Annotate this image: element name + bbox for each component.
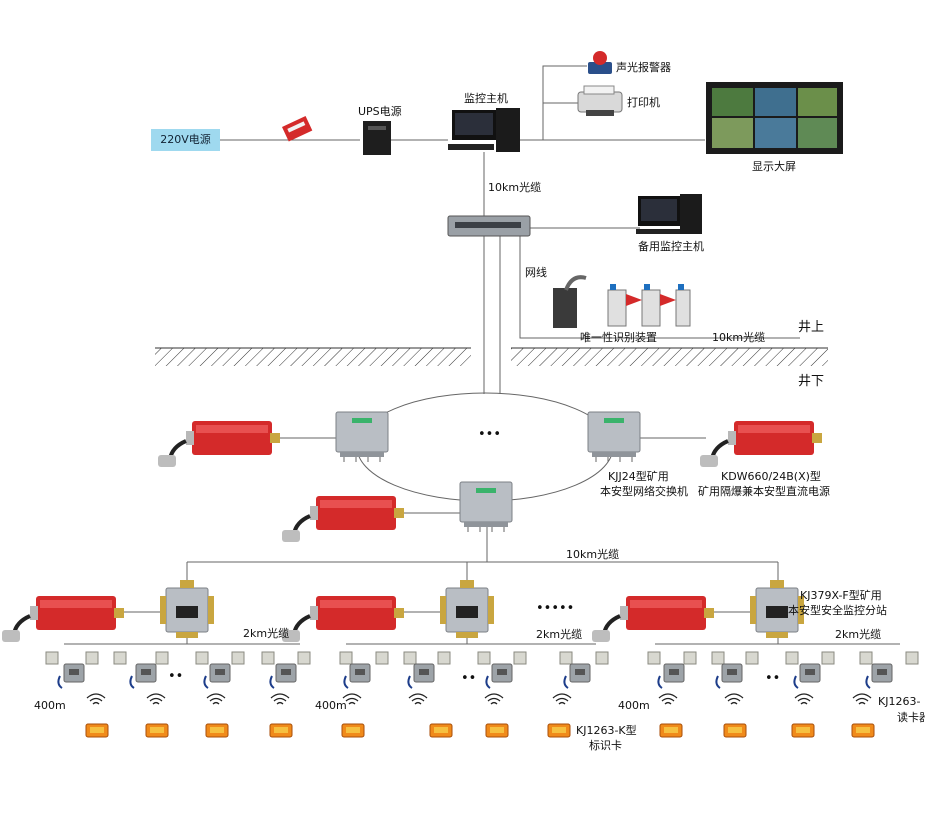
id-device-icon <box>553 275 691 328</box>
alarm-label: 声光报警器 <box>616 61 671 74</box>
card-label-1: KJ1263-K型 <box>576 724 637 737</box>
cable-2km-2: 2km光缆 <box>536 628 583 641</box>
id-cards <box>85 723 875 738</box>
power-supply-sub-1 <box>0 594 126 644</box>
range-3: 400m <box>618 699 650 712</box>
switch-label-2: 本安型网络交换机 <box>600 485 688 498</box>
switch-icon <box>447 215 531 237</box>
reader-dots-2: •• <box>461 671 477 686</box>
substation-2 <box>439 579 495 639</box>
display-wall-icon <box>706 82 843 154</box>
ups-label: UPS电源 <box>358 105 402 118</box>
surge-protector-icon <box>282 116 313 142</box>
reader-label-2: 读卡器 <box>897 711 925 724</box>
card-label-2: 标识卡 <box>589 739 622 752</box>
above-ground-label: 井上 <box>798 320 825 335</box>
alarm-icon <box>588 51 612 74</box>
cable-2km-1: 2km光缆 <box>243 627 290 640</box>
host-computer-icon <box>448 108 520 152</box>
power-supply-left <box>156 419 282 469</box>
reader-dots-3: •• <box>765 671 781 686</box>
backup-host-label: 备用监控主机 <box>638 240 704 253</box>
power-source-label: 220V电源 <box>151 129 220 151</box>
power-supply-sub-2 <box>280 594 406 644</box>
reader-label-1: KJ1263- <box>878 695 921 708</box>
range-2: 400m <box>315 699 347 712</box>
id-device-label: 唯一性识别装置 <box>580 331 657 344</box>
ring-switch-left <box>335 411 389 463</box>
substation-1 <box>159 579 215 639</box>
fiber-bus-label: 10km光缆 <box>566 548 620 561</box>
screen-label: 显示大屏 <box>752 160 796 173</box>
below-ground-label: 井下 <box>798 374 825 389</box>
switch-label-1: KJJ24型矿用 <box>608 470 669 483</box>
top-wiring <box>220 65 800 378</box>
between-dots: ••••• <box>536 601 575 616</box>
printer-label: 打印机 <box>627 96 660 109</box>
ups-icon <box>363 121 391 155</box>
ground-line <box>155 347 828 366</box>
station-label-2: 本安型安全监控分站 <box>788 604 887 617</box>
ring-dots: ••• <box>478 427 502 442</box>
reader-dots-1: •• <box>168 669 184 684</box>
station-label-1: KJ379X-F型矿用 <box>800 589 882 602</box>
printer-icon <box>577 85 623 116</box>
power-supply-bottom <box>280 494 406 544</box>
range-1: 400m <box>34 699 66 712</box>
fiber-top-label: 10km光缆 <box>488 181 542 194</box>
fiber-right-label: 10km光缆 <box>712 331 766 344</box>
net-cable-label: 网线 <box>525 266 547 279</box>
power-supply-right <box>698 419 824 469</box>
ring-switch-right <box>587 411 641 463</box>
wifi-signals <box>86 693 872 705</box>
power-supply-sub-3 <box>590 594 716 644</box>
ring-switch-bottom <box>459 481 513 533</box>
host-label: 监控主机 <box>464 92 508 105</box>
power-label-1: KDW660/24B(X)型 <box>721 470 821 483</box>
cable-2km-3: 2km光缆 <box>835 628 882 641</box>
backup-host-icon <box>636 194 702 234</box>
power-label-2: 矿用隔爆兼本安型直流电源 <box>698 485 830 498</box>
